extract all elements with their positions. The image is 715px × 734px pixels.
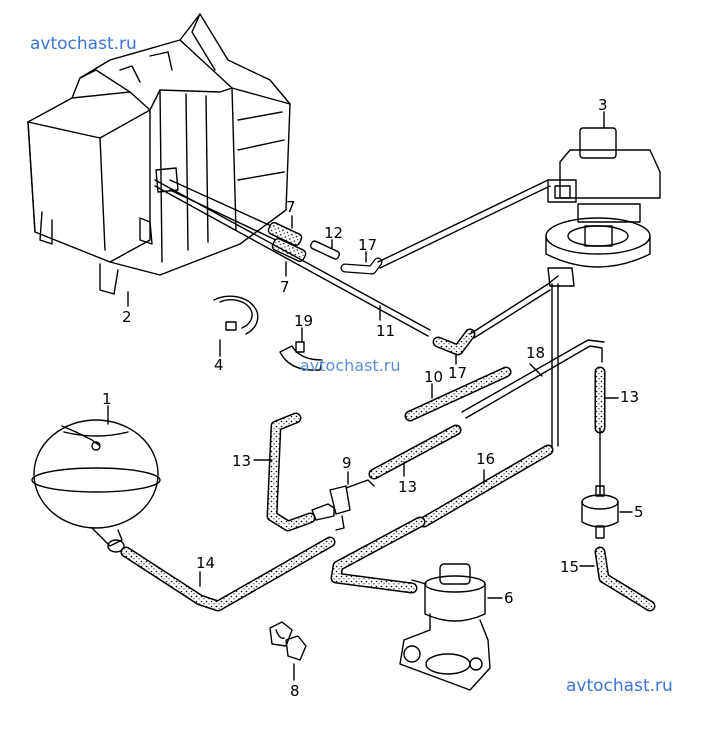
elbow-17-lower	[434, 330, 474, 354]
callout-8: 8	[290, 682, 300, 700]
filter-5	[581, 485, 619, 539]
callout-3: 3	[598, 96, 608, 114]
watermark-bottom: avtochast.ru	[566, 676, 673, 696]
watermark-top: avtochast.ru	[30, 34, 137, 54]
callout-6: 6	[504, 589, 514, 607]
callout-16: 16	[476, 450, 495, 468]
egr-valve-6	[399, 563, 491, 691]
callout-18: 18	[526, 344, 545, 362]
callout-1: 1	[102, 390, 112, 408]
hose-16	[420, 446, 552, 526]
hose-13-left	[268, 414, 314, 530]
clip-19	[279, 341, 323, 371]
callout-13-right: 13	[620, 388, 639, 406]
callout-19: 19	[294, 312, 313, 330]
hose-to-egr	[332, 518, 424, 592]
elbow-17-upper	[341, 258, 382, 274]
hose-14	[122, 538, 334, 610]
connector-12	[310, 239, 340, 260]
watermark-middle: avtochast.ru	[300, 356, 401, 375]
pipe-18	[465, 345, 603, 419]
callout-5: 5	[634, 503, 644, 521]
hose-15	[596, 548, 654, 610]
callout-15: 15	[560, 558, 579, 576]
callout-7-lower: 7	[280, 278, 290, 296]
pipe-11	[154, 179, 431, 331]
callout-9: 9	[342, 454, 352, 472]
callout-4: 4	[214, 356, 224, 374]
hose-13-middle	[370, 426, 460, 478]
callout-2: 2	[122, 308, 132, 326]
hose-clamp-4	[213, 295, 259, 335]
t-piece-9	[311, 479, 375, 531]
callout-11: 11	[376, 322, 395, 340]
callout-13-left: 13	[232, 452, 251, 470]
callout-10: 10	[424, 368, 443, 386]
hose-connectors-7	[267, 215, 307, 277]
callout-13-middle: 13	[398, 478, 417, 496]
callout-14: 14	[196, 554, 215, 572]
callout-12: 12	[324, 224, 343, 242]
vacuum-valve	[545, 127, 661, 287]
hose-10	[406, 368, 510, 420]
callout-17-upper: 17	[358, 236, 377, 254]
callout-17-lower: 17	[448, 364, 467, 382]
air-box-housing	[27, 13, 291, 295]
vacuum-reservoir	[31, 419, 161, 553]
callout-7-upper: 7	[286, 198, 296, 216]
clips-8	[269, 621, 307, 661]
